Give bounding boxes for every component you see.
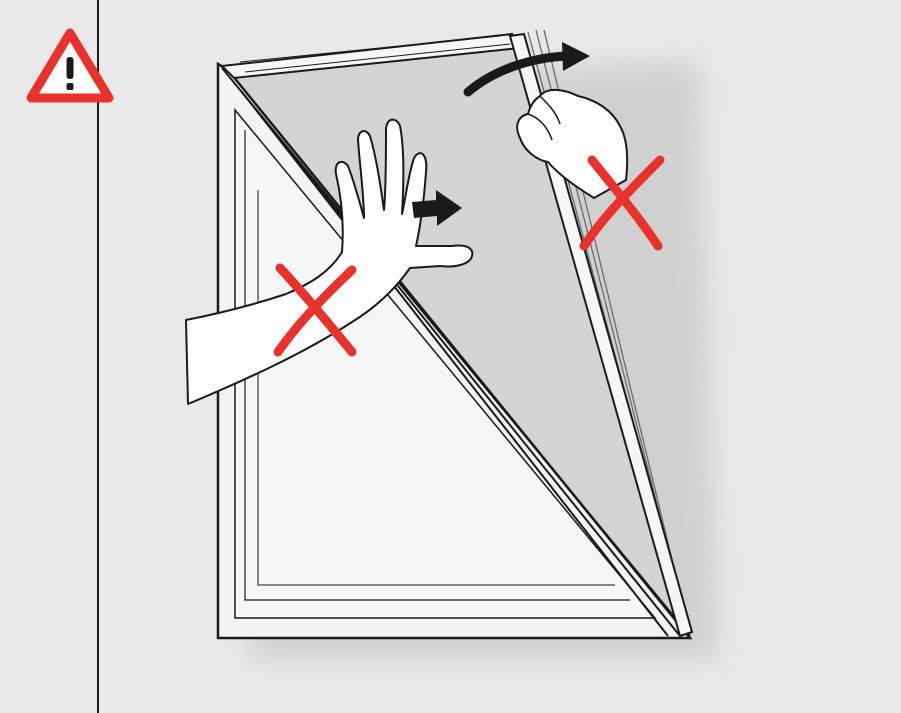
instruction-panel — [0, 0, 901, 713]
window-illustration — [0, 0, 901, 713]
